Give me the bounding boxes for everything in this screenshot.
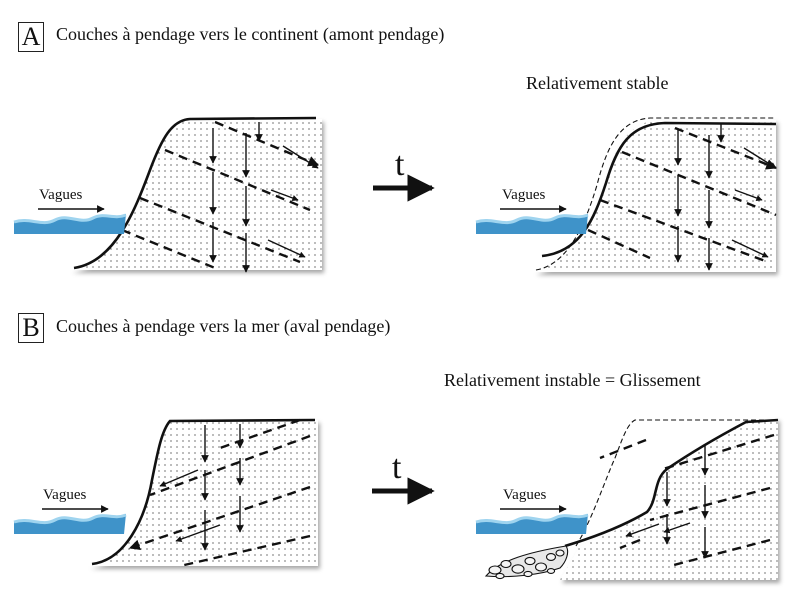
panel-a-water-after xyxy=(476,214,588,234)
panel-a-gravity-arrows-after xyxy=(674,124,777,271)
panel-a-bedding-lines-after xyxy=(587,126,778,264)
panel-b-waves-label-after: Vagues xyxy=(503,487,547,503)
panel-b-cliff-profile-before xyxy=(91,418,316,566)
panel-a-waves-after xyxy=(475,205,589,234)
panel-a-rock-body-before xyxy=(70,119,322,270)
panel-a-time-label: t xyxy=(395,146,405,183)
panel-a-cliff-before xyxy=(70,116,322,273)
panel-b-letter: B xyxy=(18,313,44,343)
panel-a-waves-label-before: Vagues xyxy=(39,187,83,203)
panel-b-title: Couches à pendage vers la mer (aval pend… xyxy=(56,316,391,336)
panel-a-cliff-after xyxy=(534,117,778,272)
panel-a-waves-label-after: Vagues xyxy=(502,187,546,203)
panel-b-gravity-arrows-after xyxy=(625,445,709,559)
panel-b-bedding-lines-before xyxy=(128,418,311,568)
panel-b-gravity-arrows-before xyxy=(159,424,244,551)
panel-a-outcome: Relativement stable xyxy=(526,73,669,93)
panel-b-bedding-lines-after xyxy=(599,433,775,568)
panel-b-water-before xyxy=(14,514,126,534)
panel-a-rock-body-after xyxy=(534,120,776,272)
panel-b-original-profile xyxy=(575,419,776,547)
panel-a-letter: A xyxy=(18,22,44,52)
panel-b-waves-before xyxy=(13,505,127,534)
panel-b-waves-label-before: Vagues xyxy=(43,487,87,503)
panel-a-original-profile xyxy=(535,117,774,271)
panel-b-rock-body-after xyxy=(560,418,778,580)
panel-a-cliff-profile-after xyxy=(541,121,777,258)
panel-a-gravity-arrows-before xyxy=(209,122,319,273)
panel-b-time-label: t xyxy=(392,449,402,486)
panel-a-cliff-profile-before xyxy=(73,116,317,270)
panel-b-rock-body-before xyxy=(88,420,318,566)
panel-b-waves-after xyxy=(475,505,589,534)
panel-b-debris-pile xyxy=(484,545,569,580)
panel-a-water-before xyxy=(14,214,126,234)
panel-b-failure-surface xyxy=(564,418,779,548)
panel-a-title: Couches à pendage vers le continent (amo… xyxy=(56,24,445,44)
panel-b-outcome: Relativement instable = Glissement xyxy=(444,370,701,390)
panel-b-cliff-after xyxy=(560,418,779,580)
panel-b-cliff-before xyxy=(88,418,318,568)
panel-a-waves-before xyxy=(13,205,127,234)
panel-b-water-after xyxy=(476,514,588,534)
